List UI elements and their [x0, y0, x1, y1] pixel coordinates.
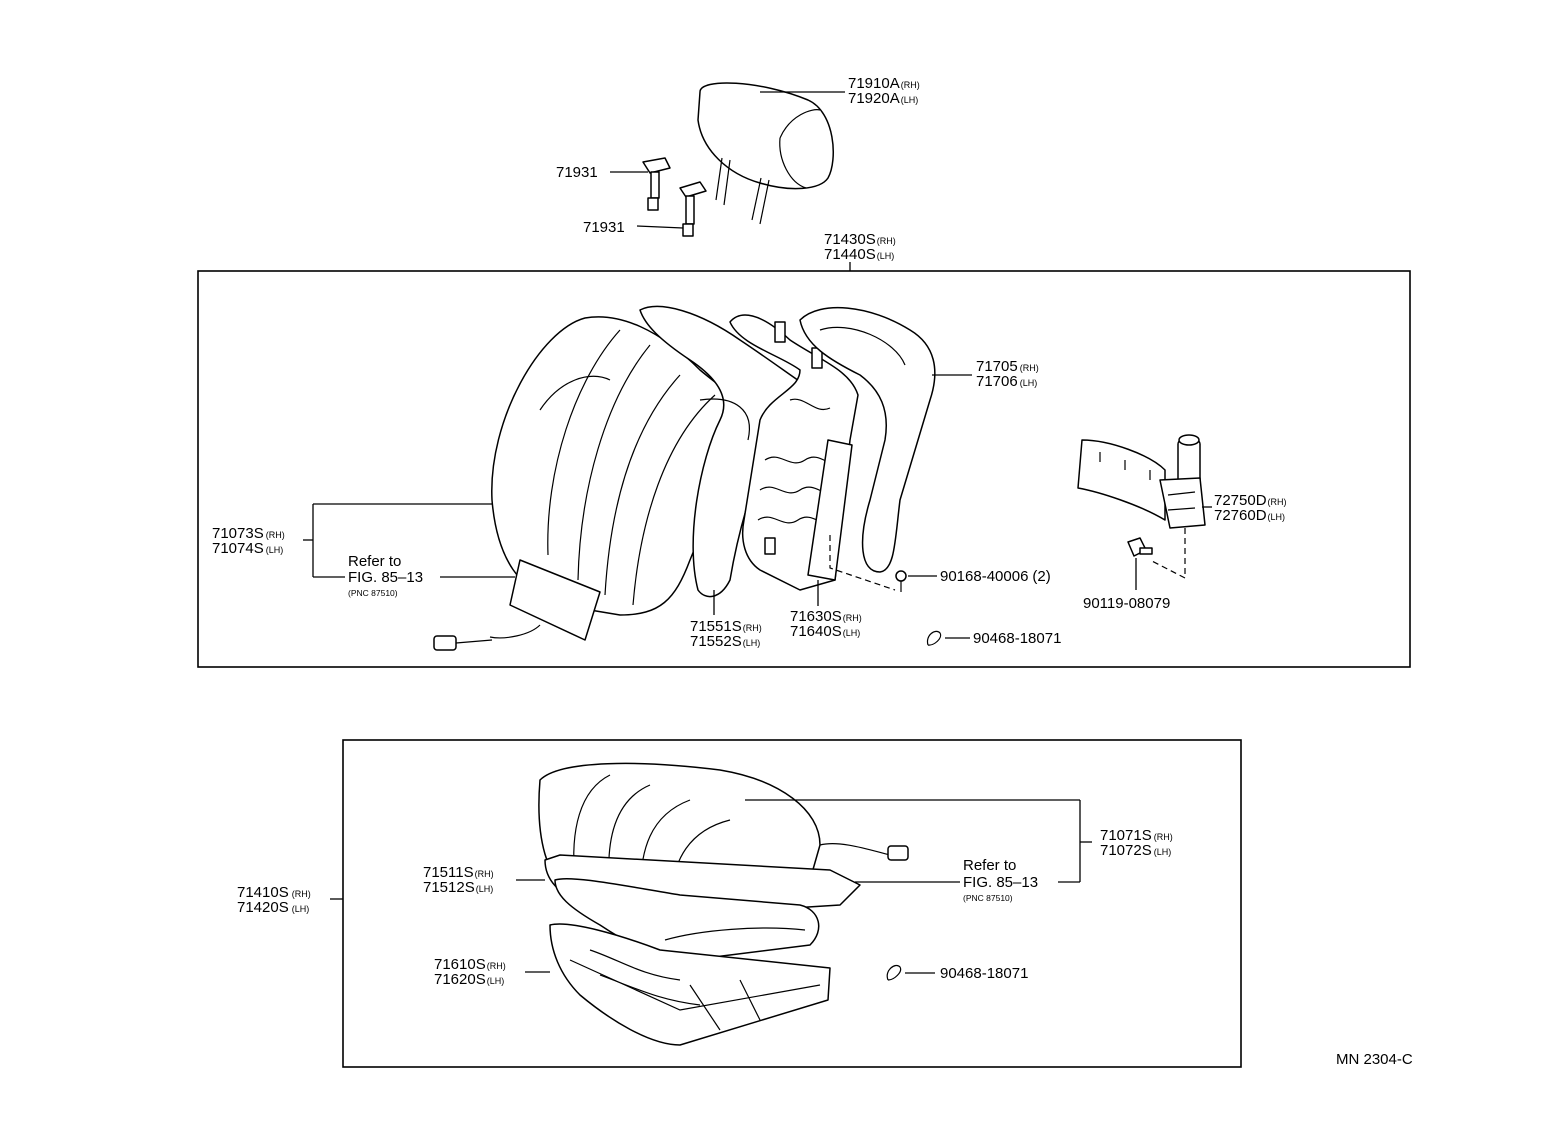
hog-ring-back-drawing — [926, 630, 942, 646]
seatback-assembly-part-rh: 71430S(RH) — [824, 231, 896, 248]
seatback-assembly-part-lh: 71440S(LH) — [824, 246, 894, 263]
headrest-part-lh: 71920A(LH) — [848, 90, 918, 107]
dashed-guides — [829, 528, 1186, 591]
seatback-pad-part-rh: 71551S(RH) — [690, 618, 762, 635]
seatback-pad-drawing — [639, 305, 806, 598]
headrest-support-part-bottom: 71931 — [583, 219, 625, 236]
cushion-cover-part-lh: 71072S(LH) — [1100, 842, 1171, 859]
screw-drawing — [895, 570, 907, 592]
diagram-code: MN 2304-C — [1336, 1051, 1413, 1068]
cushion-pad-part-rh: 71511S(RH) — [423, 864, 494, 881]
cushion-cover-refer-line1: Refer to — [963, 857, 1016, 874]
cushion-assembly-part-rh: 71410S(RH) — [237, 884, 311, 901]
seatback-assembly-frame — [197, 270, 1411, 668]
seatback-cover-part-rh: 71073S(RH) — [212, 525, 285, 542]
seatback-side-cover-drawing — [799, 306, 936, 573]
cushion-assembly-frame — [342, 739, 1242, 1068]
cushion-pad-drawing — [554, 877, 820, 961]
seatback-cover-drawing — [433, 316, 747, 651]
headrest-part-rh: 71910A(RH) — [848, 75, 920, 92]
headrest-drawing — [697, 82, 834, 225]
seatback-side-cover-part-rh: 71705(RH) — [976, 358, 1039, 375]
hog-ring-cushion-drawing — [886, 964, 902, 981]
seatback-frame-drawing — [729, 314, 859, 591]
cushion-cover-refer-pnc: (PNC 87510) — [963, 893, 1013, 903]
seatback-side-cover-part-lh: 71706(LH) — [976, 373, 1037, 390]
seatback-cover-refer-pnc: (PNC 87510) — [348, 588, 398, 598]
bolt-part: 90119-08079 — [1083, 595, 1170, 612]
hog-ring-back-part: 90468-18071 — [973, 630, 1061, 647]
recliner-part-lh: 72760D(LH) — [1214, 507, 1285, 524]
leader-lines — [303, 91, 1212, 974]
cushion-cover-refer-line2: FIG. 85–13 — [963, 874, 1038, 891]
seatback-pad-part-lh: 71552S(LH) — [690, 633, 760, 650]
cushion-pad-part-lh: 71512S(LH) — [423, 879, 493, 896]
cushion-frame-drawing — [549, 923, 831, 1046]
seatback-frame-part-lh: 71640S(LH) — [790, 623, 860, 640]
cushion-frame-part-rh: 71610S(RH) — [434, 956, 506, 973]
recliner-drawing — [1077, 434, 1206, 529]
screw-part: 90168-40006(2) — [940, 568, 1051, 585]
cushion-assembly-part-lh: 71420S(LH) — [237, 899, 309, 916]
headrest-support-part-top: 71931 — [556, 164, 598, 181]
seatback-cover-refer-line1: Refer to — [348, 553, 401, 570]
seatback-frame-part-rh: 71630S(RH) — [790, 608, 862, 625]
seatback-cover-refer-line2: FIG. 85–13 — [348, 569, 423, 586]
bolt-drawing — [1127, 537, 1153, 557]
seatback-cover-part-lh: 71074S(LH) — [212, 540, 283, 557]
headrest-support-drawing — [642, 157, 707, 237]
recliner-part-rh: 72750D(RH) — [1214, 492, 1287, 509]
cushion-frame-part-lh: 71620S(LH) — [434, 971, 504, 988]
hog-ring-cushion-part: 90468-18071 — [940, 965, 1028, 982]
cushion-cover-part-rh: 71071S(RH) — [1100, 827, 1173, 844]
